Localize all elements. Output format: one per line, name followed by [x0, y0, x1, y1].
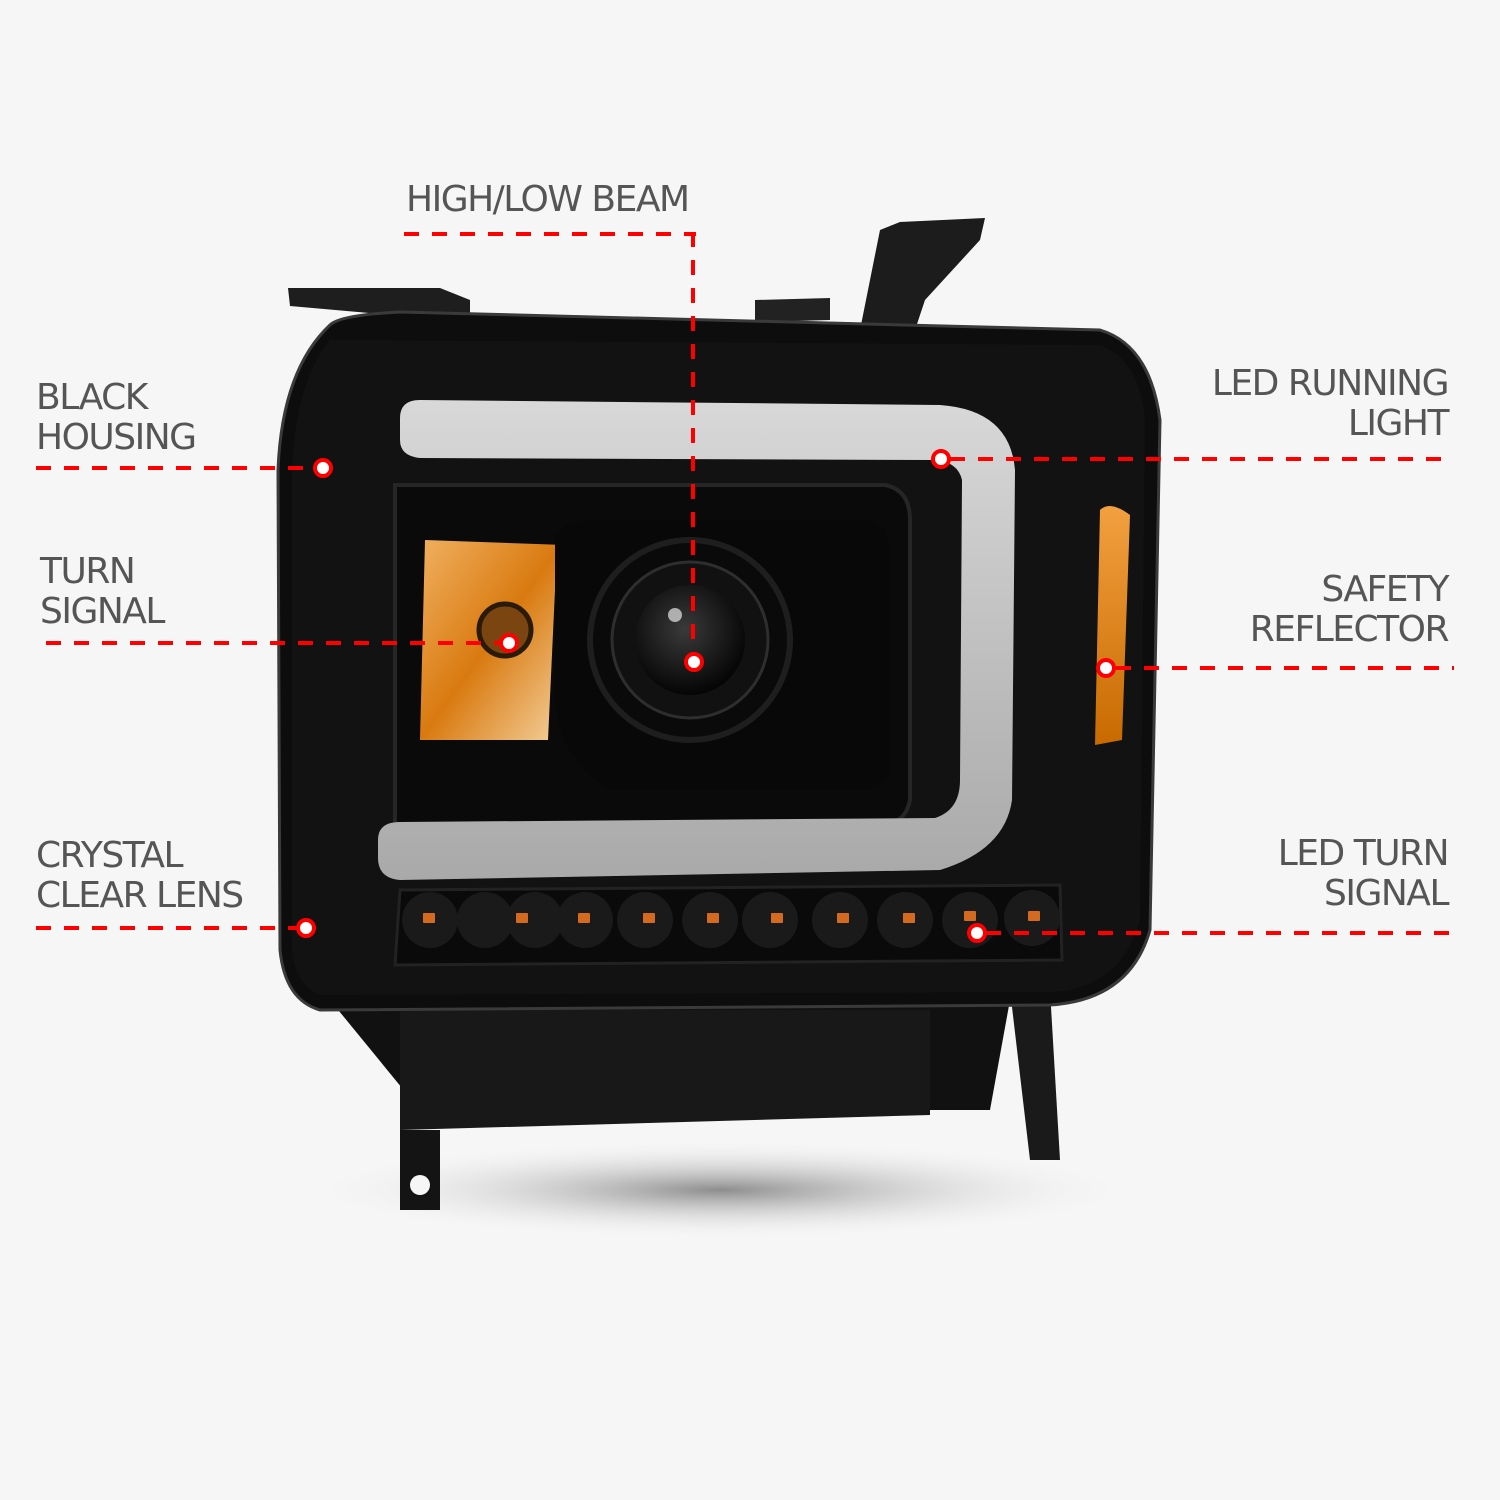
callout-line-black-housing: [36, 466, 316, 470]
label-line: TURN: [40, 551, 136, 592]
callout-marker-safety-reflector: [1096, 658, 1116, 678]
callout-line-led-running-light: [950, 457, 1454, 461]
callout-line-turn-signal: [46, 641, 500, 645]
label-line: LED TURN: [1277, 833, 1450, 874]
label-line: BLACK: [36, 377, 148, 418]
label-line: CRYSTAL: [36, 835, 184, 876]
callout-label-turn-signal: TURN SIGNAL: [40, 551, 165, 632]
callout-marker-crystal-clear-lens: [296, 918, 316, 938]
callout-marker-turn-signal: [499, 633, 519, 653]
callout-label-safety-reflector: SAFETY REFLECTOR: [1249, 569, 1450, 650]
label-line: REFLECTOR: [1249, 609, 1450, 650]
callout-label-crystal-clear-lens: CRYSTAL CLEAR LENS: [36, 835, 244, 916]
label-line: HIGH/LOW BEAM: [406, 179, 690, 220]
label-line: SIGNAL: [40, 591, 165, 632]
callout-line-safety-reflector: [1116, 666, 1454, 670]
label-line: SAFETY: [1321, 569, 1449, 610]
callout-line-crystal-clear-lens: [36, 926, 298, 930]
callout-line-led-turn-signal: [986, 931, 1456, 935]
label-line: CLEAR LENS: [36, 875, 244, 916]
callout-label-led-running-light: LED RUNNING LIGHT: [1211, 363, 1450, 444]
label-line: LIGHT: [1347, 403, 1450, 444]
label-line: LED RUNNING: [1211, 363, 1450, 404]
callout-label-high-low-beam: HIGH/LOW BEAM: [406, 179, 690, 220]
callout-line-high-low-beam: [404, 232, 696, 236]
callout-marker-black-housing: [313, 458, 333, 478]
callout-label-black-housing: BLACK HOUSING: [36, 377, 197, 458]
callout-marker-led-turn-signal: [967, 923, 987, 943]
callout-label-led-turn-signal: LED TURN SIGNAL: [1277, 833, 1450, 914]
label-line: HOUSING: [36, 417, 197, 458]
label-line: SIGNAL: [1324, 873, 1449, 914]
callout-marker-led-running-light: [931, 449, 951, 469]
callout-line-high-low-beam-vertical: [691, 232, 695, 662]
callout-marker-high-low-beam: [684, 652, 704, 672]
